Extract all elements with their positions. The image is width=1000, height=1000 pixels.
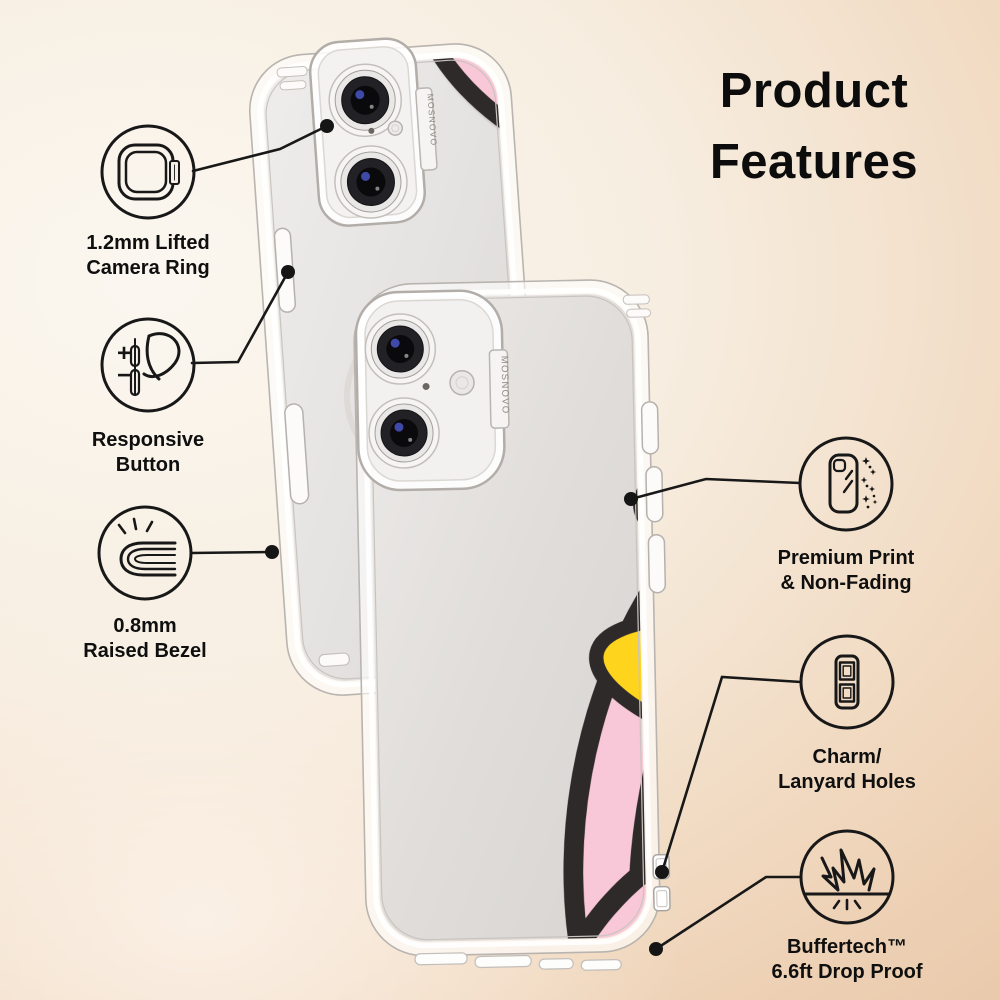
callout-drop-proof: Buffertech™ 6.6ft Drop Proof bbox=[742, 827, 952, 985]
leader-dot bbox=[265, 545, 279, 559]
callout-label: Premium Print & Non-Fading bbox=[777, 547, 915, 594]
responsive-button-icon: + − bbox=[100, 317, 196, 413]
page-title-line: Features bbox=[709, 135, 919, 190]
brand-text: MOSNOVO bbox=[425, 93, 439, 146]
leader-dots bbox=[265, 119, 669, 956]
leader-dot bbox=[624, 492, 638, 506]
rear-camera-module: MOSNOVO bbox=[354, 289, 511, 492]
camera-lens bbox=[364, 313, 437, 385]
leader-line bbox=[191, 124, 329, 173]
callout-premium-print: Premium Print & Non-Fading bbox=[741, 434, 951, 596]
rear-camera-module: MOSNOVO bbox=[308, 37, 439, 227]
camera-lens bbox=[334, 145, 408, 219]
camera-lens bbox=[328, 63, 402, 137]
leader-line bbox=[190, 270, 290, 365]
leader-dot bbox=[281, 265, 295, 279]
callout-lanyard-holes: Charm/ Lanyard Holes bbox=[742, 632, 952, 795]
speaker-slots bbox=[414, 952, 622, 971]
camera-ring-icon bbox=[100, 124, 196, 220]
sparkles bbox=[860, 457, 878, 509]
flash bbox=[387, 120, 403, 136]
raised-bezel-icon bbox=[97, 505, 193, 601]
plus-glyph: + bbox=[117, 340, 131, 367]
leader-line bbox=[189, 550, 274, 555]
lanyard-holes-icon bbox=[799, 634, 895, 730]
premium-print-icon bbox=[798, 436, 894, 532]
page-title-line: Product bbox=[719, 64, 909, 118]
leader-line bbox=[654, 875, 803, 951]
phone-case-front: MOSNOVO bbox=[353, 279, 671, 971]
camera-lens bbox=[368, 397, 440, 469]
side-button bbox=[284, 403, 310, 505]
callout-label: 0.8mm Raised Bezel bbox=[83, 615, 207, 662]
side-button bbox=[640, 401, 660, 455]
leader-line bbox=[660, 675, 803, 874]
bottom-slot bbox=[318, 652, 350, 668]
leader-line bbox=[629, 477, 802, 501]
leader-dot bbox=[649, 942, 663, 956]
microphone-dot bbox=[368, 127, 375, 134]
callout-label: Buffertech™ 6.6ft Drop Proof bbox=[771, 936, 923, 983]
callout-label: 1.2mm Lifted Camera Ring bbox=[86, 232, 210, 279]
callout-raised-bezel: 0.8mm Raised Bezel bbox=[40, 503, 250, 664]
drop-proof-icon bbox=[799, 829, 895, 925]
leader-dot bbox=[655, 865, 669, 879]
callout-label: Charm/ Lanyard Holes bbox=[778, 746, 916, 793]
callout-camera-ring: 1.2mm Lifted Camera Ring bbox=[43, 122, 253, 281]
callout-label: Responsive Button bbox=[91, 429, 205, 476]
leader-dot bbox=[320, 119, 334, 133]
flash bbox=[449, 369, 475, 396]
brand-text: MOSNOVO bbox=[498, 356, 510, 415]
side-button bbox=[647, 533, 667, 594]
brand-tab bbox=[488, 349, 510, 429]
microphone-dot bbox=[422, 382, 430, 390]
minus-glyph: − bbox=[117, 362, 131, 389]
leader-lines bbox=[189, 124, 803, 951]
brand-tab bbox=[415, 87, 438, 171]
callout-responsive-button: + − Responsive Button bbox=[43, 315, 253, 478]
page-title: Product Features bbox=[664, 56, 964, 198]
